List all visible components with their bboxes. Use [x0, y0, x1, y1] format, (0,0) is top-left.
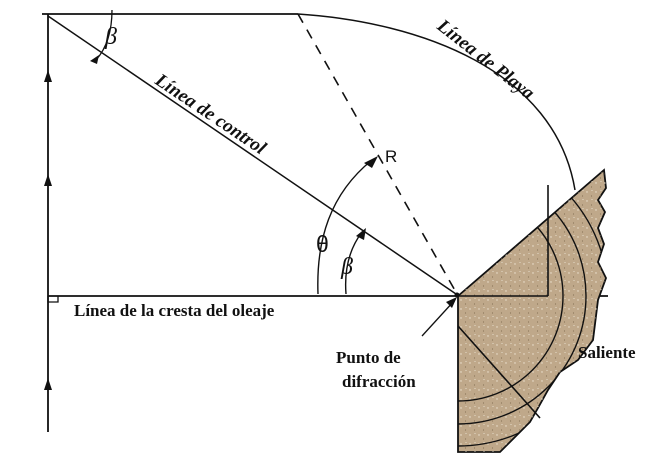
diffraction-arcs	[458, 170, 606, 447]
diffraction-point	[454, 292, 460, 298]
diffraction-point-label-line2: difracción	[342, 372, 416, 391]
beta-bottom-arrowhead	[356, 228, 366, 240]
wave-crest-label: Línea de la cresta del oleaje	[74, 301, 275, 320]
diffraction-point-label-line1: Punto de	[336, 348, 401, 367]
diffraction-point-leader	[421, 300, 455, 337]
r-label: R	[385, 147, 397, 166]
left-arrow-head-2	[44, 174, 52, 186]
shoreline-curve	[297, 13, 576, 191]
left-arrow-head-3	[44, 378, 52, 390]
beta-top-arrowhead	[90, 55, 99, 64]
beta-top-label: β	[104, 24, 117, 50]
beta-bottom-label: β	[340, 254, 353, 280]
left-arrow-head-1	[44, 70, 52, 82]
control-line	[47, 15, 457, 295]
theta-arc	[317, 159, 373, 295]
diffraction-point-arrowhead	[446, 297, 457, 308]
salient-inner-lines	[457, 185, 549, 419]
shoreline-label: Línea de Playa	[432, 15, 538, 105]
theta-label: θ	[316, 231, 329, 257]
theta-arrowhead	[364, 156, 378, 168]
control-line-label: Línea de control	[150, 69, 270, 159]
salient-label: Saliente	[578, 343, 636, 362]
right-angle-mark	[47, 296, 59, 303]
